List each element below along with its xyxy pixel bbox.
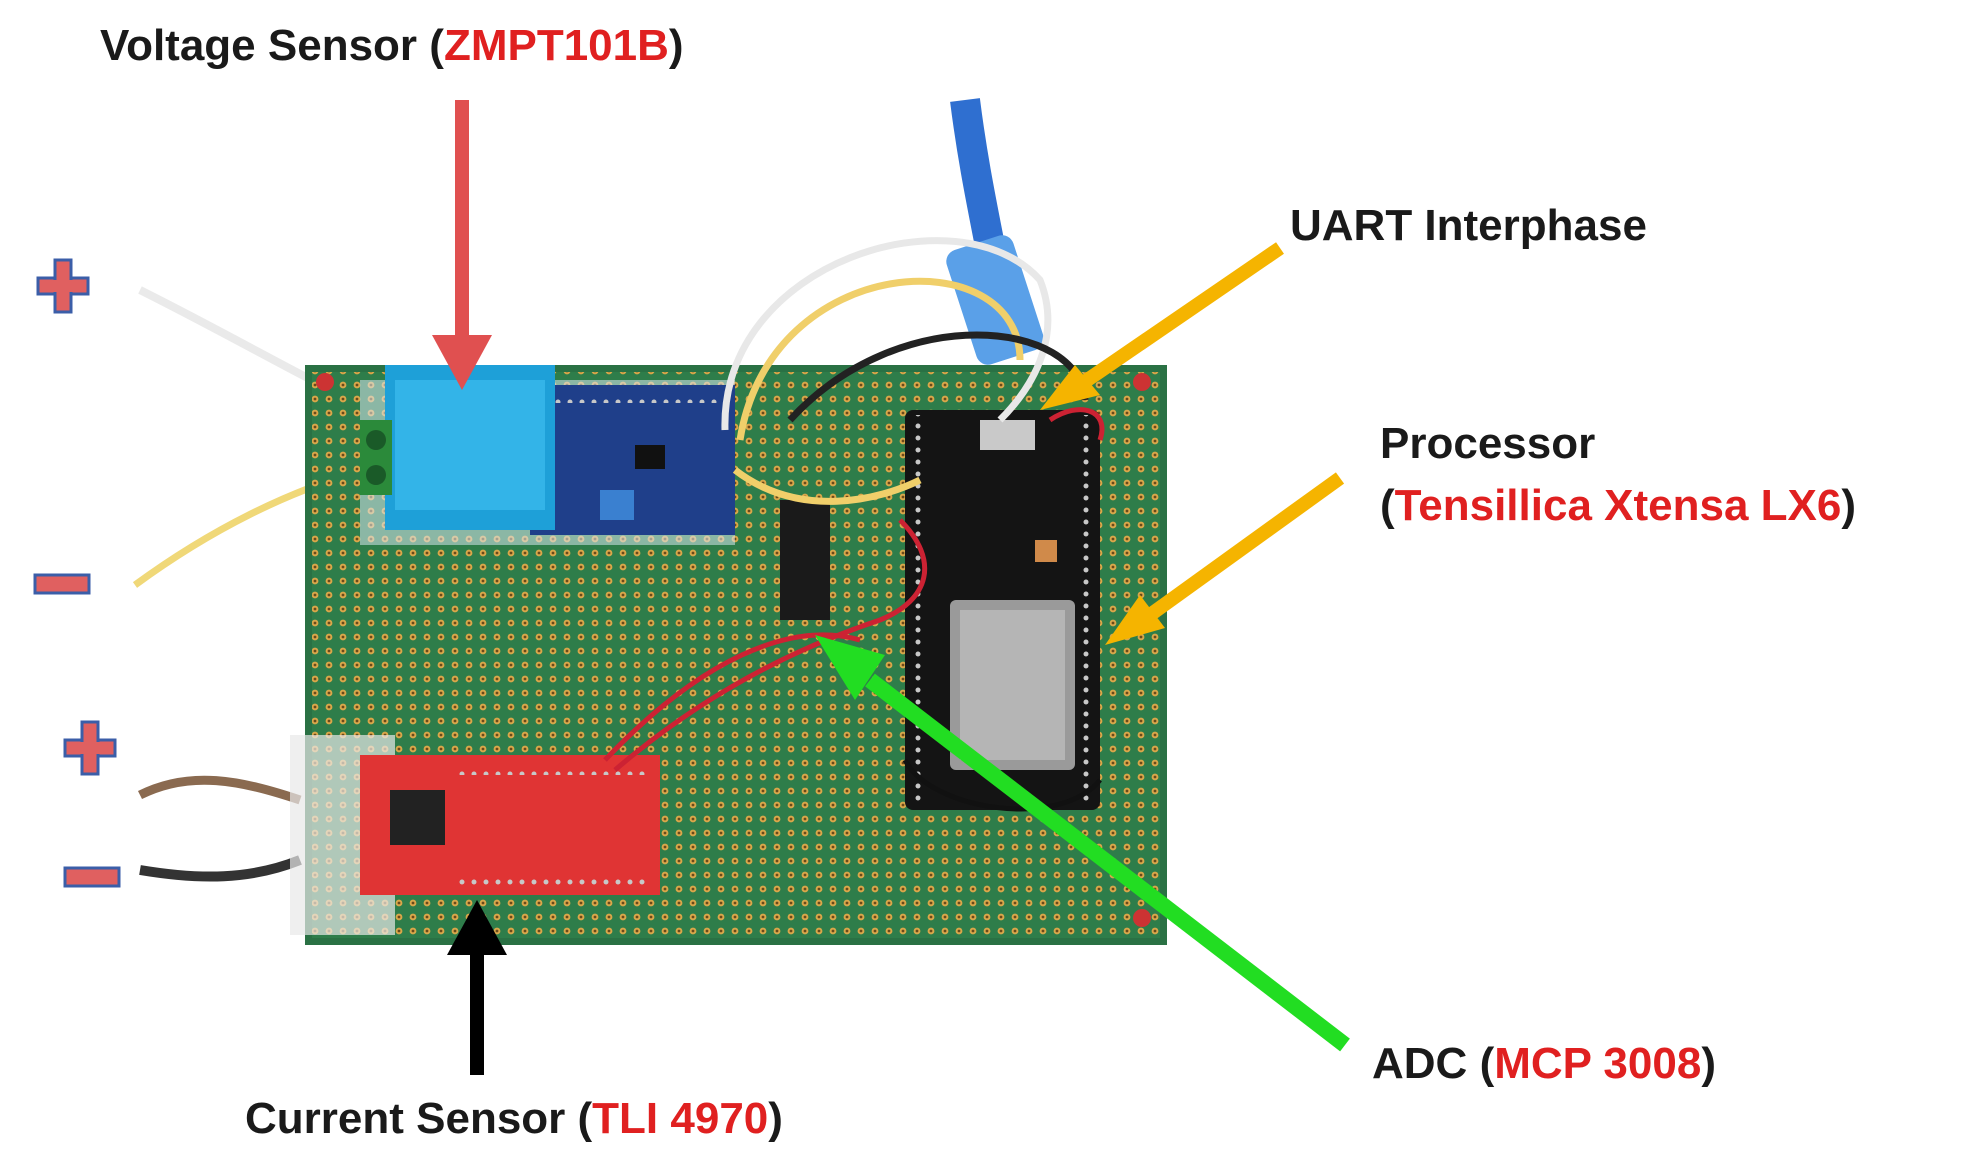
processor-part-label: (Tensillica Xtensa LX6) [1380,481,1857,530]
plus-icon [36,258,90,314]
processor-name: Processor [1380,419,1596,468]
current-sensor-part: TLI 4970 [592,1094,769,1143]
minus-icon [33,573,91,595]
minus-icon [63,866,121,888]
current-sensor-label: Current Sensor (TLI 4970) [245,1094,783,1143]
plus-icon [63,720,117,776]
uart-label: UART Interphase [1290,201,1647,250]
voltage-sensor-module [360,365,735,545]
adc-arrow [815,635,1350,1052]
adc-name: ADC [1372,1039,1480,1088]
terminal-signs [33,258,121,888]
adc-chip [780,500,830,620]
voltage-close-paren: ) [668,21,684,70]
current-close-paren: ) [768,1094,783,1143]
voltage-sensor-name: Voltage Sensor [100,21,430,70]
adc-part: MCP 3008 [1494,1039,1702,1088]
usb-cable [946,98,1044,365]
voltage-open-paren: ( [429,21,444,70]
voltage-sensor-label: Voltage Sensor (ZMPT101B) [100,21,684,70]
adc-label: ADC (MCP 3008) [1372,1039,1716,1088]
current-sensor-name: Current Sensor [245,1094,578,1143]
voltage-arrow [432,100,492,390]
processor-part: Tensillica Xtensa LX6 [1394,481,1842,530]
current-sensor-board [290,735,660,935]
processor-open-paren: ( [1380,481,1395,530]
processor-label: Processor [1380,419,1596,468]
processor-board [905,410,1100,810]
adc-close-paren: ) [1701,1039,1716,1088]
uart-arrow [1040,242,1284,410]
current-open-paren: ( [577,1094,593,1143]
adc-open-paren: ( [1479,1039,1495,1088]
current-arrow [447,900,507,1075]
processor-arrow [1105,472,1345,645]
uart-name: UART Interphase [1290,201,1647,250]
voltage-sensor-part: ZMPT101B [443,21,669,70]
processor-close-paren: ) [1841,481,1857,530]
